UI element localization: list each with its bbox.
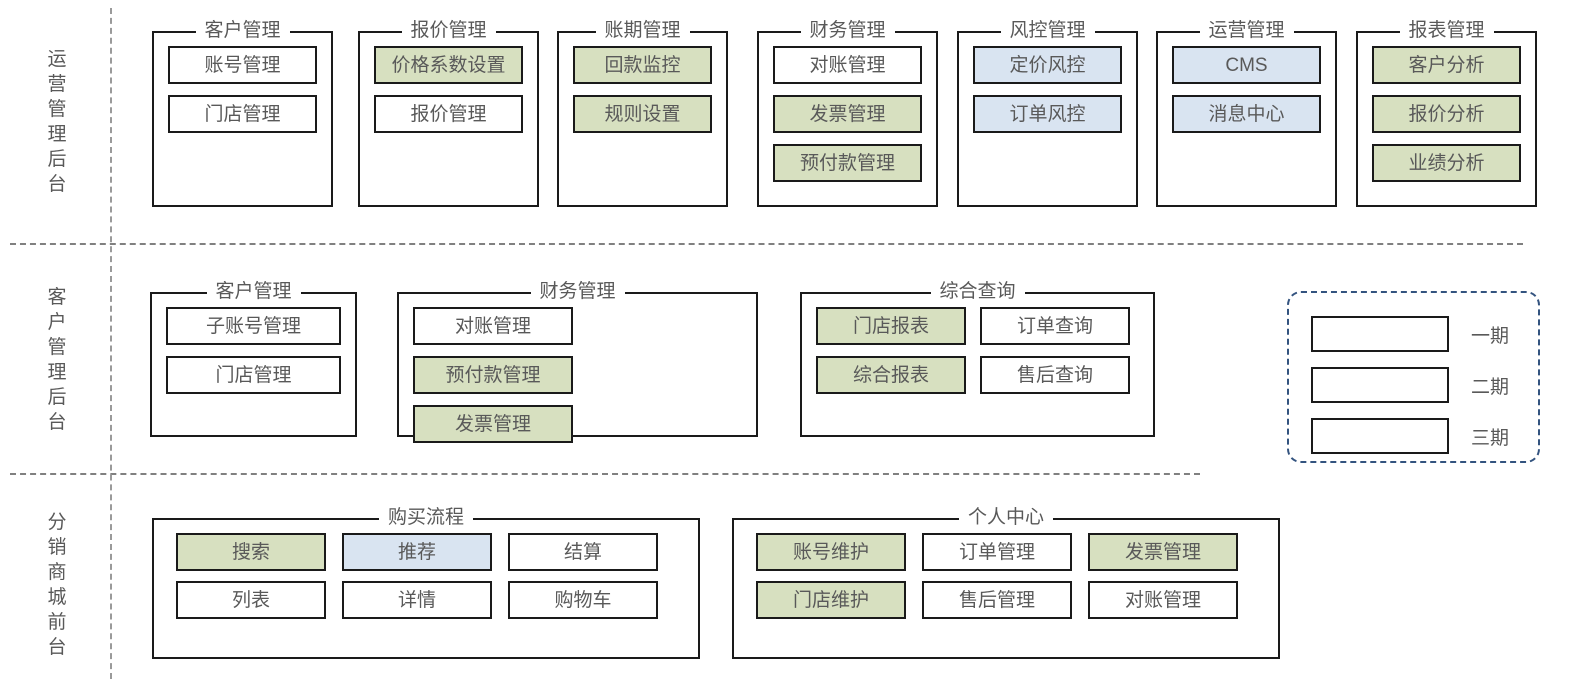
row-separator-1 [10,243,1523,245]
item-detail[interactable]: 详情 [342,581,492,619]
item-rule-settings[interactable]: 规则设置 [573,95,712,133]
legend-row-phase1: 一期 [1311,316,1509,352]
legend-label-phase1: 一期 [1471,325,1510,347]
item-order-query[interactable]: 订单查询 [980,307,1130,345]
legend-swatch-phase3 [1311,418,1449,454]
item-quotation-management[interactable]: 报价管理 [374,95,523,133]
item-checkout[interactable]: 结算 [508,533,658,571]
legend-swatch-phase1 [1311,316,1449,352]
item-invoice-management[interactable]: 发票管理 [413,405,573,443]
item-store-management[interactable]: 门店管理 [166,356,341,394]
item-recommendation[interactable]: 推荐 [342,533,492,571]
item-order-risk-control[interactable]: 订单风控 [973,95,1122,133]
group-title: 财务管理 [800,19,895,43]
group-title: 运营管理 [1199,19,1294,43]
group-title: 账期管理 [595,19,690,43]
item-search[interactable]: 搜索 [176,533,326,571]
item-account-management[interactable]: 账号管理 [168,46,317,84]
group-title: 客户管理 [206,280,301,304]
item-store-maintenance[interactable]: 门店维护 [756,581,906,619]
legend-label-phase3: 三期 [1471,427,1510,449]
group-title: 个人中心 [958,506,1054,530]
item-message-center[interactable]: 消息中心 [1172,95,1321,133]
group-row1-finance-management: 财务管理 对账管理 发票管理 预付款管理 [757,19,938,207]
group-row2-customer-management: 客户管理 子账号管理 门店管理 [150,280,357,437]
item-invoice-management[interactable]: 发票管理 [1088,533,1238,571]
lane-divider-vertical [110,8,112,679]
group-row3-purchase-flow: 购买流程 搜索 推荐 结算 列表 详情 购物车 [152,506,700,659]
group-title: 综合查询 [930,280,1025,304]
item-store-management[interactable]: 门店管理 [168,95,317,133]
item-after-sales-query[interactable]: 售后查询 [980,356,1130,394]
lane-label-customer-backend: 客 户 管 理 后 台 [47,287,67,433]
group-row1-customer-management: 客户管理 账号管理 门店管理 [152,19,333,207]
item-pricing-risk-control[interactable]: 定价风控 [973,46,1122,84]
group-title: 购买流程 [378,506,474,530]
group-row3-personal-center: 个人中心 账号维护 订单管理 发票管理 门店维护 售后管理 对账管理 [732,506,1280,659]
item-performance-analysis[interactable]: 业绩分析 [1372,144,1521,182]
group-row1-report-management: 报表管理 客户分析 报价分析 业绩分析 [1356,19,1537,207]
item-account-maintenance[interactable]: 账号维护 [756,533,906,571]
item-payment-collection-monitoring[interactable]: 回款监控 [573,46,712,84]
item-list[interactable]: 列表 [176,581,326,619]
group-title: 报价管理 [401,19,496,43]
item-shopping-cart[interactable]: 购物车 [508,581,658,619]
item-customer-analysis[interactable]: 客户分析 [1372,46,1521,84]
item-reconciliation-management[interactable]: 对账管理 [1088,581,1238,619]
item-reconciliation-management[interactable]: 对账管理 [413,307,573,345]
item-cms[interactable]: CMS [1172,46,1321,84]
legend-swatch-phase2 [1311,367,1449,403]
group-row1-risk-control-management: 风控管理 定价风控 订单风控 [957,19,1138,207]
group-row1-credit-period-management: 账期管理 回款监控 规则设置 [557,19,728,207]
group-title: 财务管理 [530,280,625,304]
item-comprehensive-report[interactable]: 综合报表 [816,356,966,394]
group-row2-comprehensive-query: 综合查询 门店报表 订单查询 综合报表 售后查询 [800,280,1155,437]
item-price-coefficient-settings[interactable]: 价格系数设置 [374,46,523,84]
item-after-sales-management[interactable]: 售后管理 [922,581,1072,619]
group-row1-quotation-management: 报价管理 价格系数设置 报价管理 [358,19,539,207]
item-order-management[interactable]: 订单管理 [922,533,1072,571]
row-separator-2 [10,473,1200,475]
item-prepayment-management[interactable]: 预付款管理 [773,144,922,182]
item-store-report[interactable]: 门店报表 [816,307,966,345]
item-prepayment-management[interactable]: 预付款管理 [413,356,573,394]
lane-label-ops-backend: 运 营 管 理 后 台 [47,49,67,195]
item-invoice-management[interactable]: 发票管理 [773,95,922,133]
legend-row-phase2: 二期 [1311,367,1509,403]
group-title: 客户管理 [195,19,290,43]
group-title: 风控管理 [1000,19,1095,43]
legend-row-phase3: 三期 [1311,418,1509,454]
legend-label-phase2: 二期 [1471,376,1510,398]
phase-legend-panel: 一期 二期 三期 [1287,291,1540,463]
item-sub-account-management[interactable]: 子账号管理 [166,307,341,345]
item-quotation-analysis[interactable]: 报价分析 [1372,95,1521,133]
item-reconciliation-management[interactable]: 对账管理 [773,46,922,84]
group-row2-finance-management: 财务管理 对账管理 预付款管理 发票管理 [397,280,758,443]
group-row1-operations-management: 运营管理 CMS 消息中心 [1156,19,1337,207]
lane-label-distributor-frontend: 分 销 商 城 前 台 [47,512,67,658]
group-title: 报表管理 [1399,19,1494,43]
